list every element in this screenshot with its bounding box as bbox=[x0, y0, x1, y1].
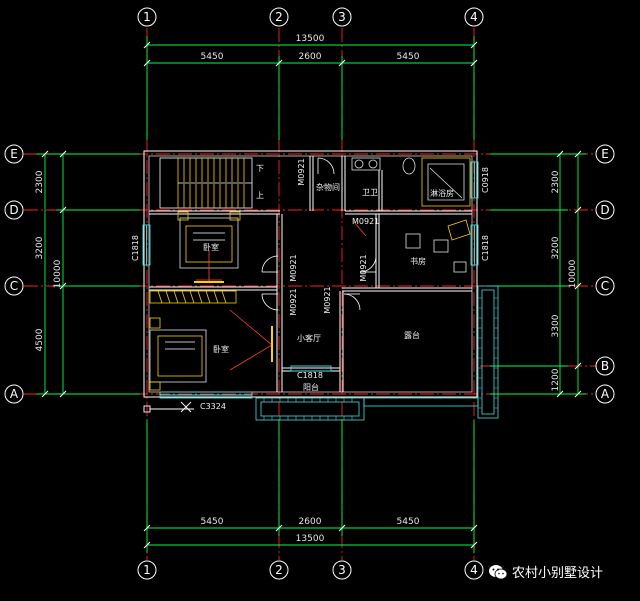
dimension-ticks bbox=[41, 41, 582, 549]
dim-top-total: 13500 bbox=[296, 34, 325, 44]
svg-text:1: 1 bbox=[143, 10, 151, 24]
svg-text:D: D bbox=[9, 203, 18, 217]
window-code-3: C1818 bbox=[297, 371, 323, 380]
axis-bubble-2-top: 2 bbox=[269, 7, 289, 27]
svg-text:3: 3 bbox=[338, 563, 346, 577]
dim-right-part-1: 2300 bbox=[551, 170, 561, 193]
dim-right-part-2: 3200 bbox=[551, 236, 561, 259]
window-code-1: C1818 bbox=[131, 235, 140, 261]
axis-bubble-3-top: 3 bbox=[332, 7, 352, 27]
door-code-2: M0921 bbox=[352, 217, 379, 226]
svg-text:1: 1 bbox=[143, 563, 151, 577]
window-code-5: C3324 bbox=[200, 402, 226, 411]
railings bbox=[255, 285, 499, 421]
axis-bubble-2-bottom: 2 bbox=[269, 560, 289, 580]
svg-text:3: 3 bbox=[338, 10, 346, 24]
railing-hatch bbox=[263, 297, 498, 420]
svg-text:2: 2 bbox=[275, 563, 283, 577]
dim-left-part-3: 4500 bbox=[35, 328, 45, 351]
svg-text:C: C bbox=[601, 279, 609, 293]
study-label: 书房 bbox=[410, 256, 426, 266]
axis-bubble-3-bottom: 3 bbox=[332, 560, 352, 580]
axis-bubble-C-left: C bbox=[4, 276, 24, 296]
svg-text:B: B bbox=[601, 359, 609, 373]
study-furniture bbox=[405, 219, 471, 273]
dimension-labels: 13500 5450 2600 5450 5450 2600 5450 1350… bbox=[35, 34, 578, 544]
door-code-1: M0921 bbox=[297, 158, 306, 185]
dim-right-part-3: 3300 bbox=[551, 314, 561, 337]
cursor-marker bbox=[143, 401, 194, 413]
axis-bubbles: 1 2 3 4 1 2 3 4 E D C A E D C B A bbox=[4, 7, 615, 580]
opening-labels: M0921 M0921 M0921 M0921 M0921 M0921 C181… bbox=[131, 158, 490, 411]
axis-bubble-B-right: B bbox=[595, 356, 615, 376]
svg-text:D: D bbox=[600, 203, 609, 217]
windows bbox=[142, 161, 479, 399]
dim-left-total: 10000 bbox=[53, 259, 63, 288]
terrace-label: 露台 bbox=[404, 330, 420, 340]
bed-2 bbox=[149, 309, 273, 391]
watermark-text: 农村小别墅设计 bbox=[512, 566, 604, 581]
axis-bubble-1-top: 1 bbox=[137, 7, 157, 27]
svg-text:E: E bbox=[10, 147, 18, 161]
dim-bottom-part-1: 5450 bbox=[201, 517, 224, 527]
dim-right-total: 10000 bbox=[568, 259, 578, 288]
storage-label: 杂物间 bbox=[316, 182, 340, 192]
svg-text:E: E bbox=[601, 147, 609, 161]
svg-text:A: A bbox=[601, 387, 610, 401]
dim-top-part-2: 2600 bbox=[299, 52, 322, 62]
walls bbox=[143, 150, 478, 398]
bedroom-1-label: 卧室 bbox=[203, 242, 219, 252]
watermark: 农村小别墅设计 bbox=[488, 562, 603, 581]
door-code-6: M0921 bbox=[323, 286, 332, 313]
window-code-4: C0918 bbox=[481, 167, 490, 193]
wardrobe bbox=[149, 290, 237, 304]
balcony-label: 阳台 bbox=[303, 382, 319, 392]
svg-text:4: 4 bbox=[470, 563, 478, 577]
dim-bottom-total: 13500 bbox=[296, 534, 325, 544]
door-code-3: M0921 bbox=[289, 254, 298, 281]
svg-text:A: A bbox=[10, 387, 19, 401]
axis-bubble-1-bottom: 1 bbox=[137, 560, 157, 580]
door-swings bbox=[261, 157, 377, 311]
small-living-label: 小客厅 bbox=[297, 333, 321, 343]
shower-label: 淋浴房 bbox=[430, 188, 454, 198]
axis-bubble-E-right: E bbox=[595, 144, 615, 164]
axis-bubble-A-left: A bbox=[4, 384, 24, 404]
stair-down-label: 下 bbox=[256, 164, 264, 173]
axis-bubble-4-top: 4 bbox=[464, 7, 484, 27]
dim-right-part-4: 1200 bbox=[551, 368, 561, 391]
axis-bubble-C-right: C bbox=[595, 276, 615, 296]
svg-text:2: 2 bbox=[275, 10, 283, 24]
window-code-2: C1818 bbox=[481, 235, 490, 261]
dim-top-part-3: 5450 bbox=[397, 52, 420, 62]
door-code-5: M0921 bbox=[289, 288, 298, 315]
dim-left-part-2: 3200 bbox=[35, 236, 45, 259]
axis-bubble-4-bottom: 4 bbox=[464, 560, 484, 580]
wechat-icon bbox=[489, 564, 508, 579]
dimension-lines bbox=[36, 36, 586, 553]
dim-bottom-part-3: 5450 bbox=[397, 517, 420, 527]
axis-bubble-D-right: D bbox=[595, 200, 615, 220]
bed-1 bbox=[177, 211, 241, 282]
axis-bubble-D-left: D bbox=[4, 200, 24, 220]
axis-bubble-A-right: A bbox=[595, 384, 615, 404]
dim-top-part-1: 5450 bbox=[201, 52, 224, 62]
axis-grid bbox=[24, 28, 596, 560]
yellow-marks bbox=[194, 281, 273, 362]
stair-up-label: 上 bbox=[256, 191, 264, 200]
svg-text:4: 4 bbox=[470, 10, 478, 24]
staircase bbox=[159, 157, 253, 209]
door-code-4: M0921 bbox=[359, 254, 368, 281]
dim-bottom-part-2: 2600 bbox=[299, 517, 322, 527]
bathroom-label: 卫卫 bbox=[362, 188, 378, 197]
dim-left-part-1: 2300 bbox=[35, 170, 45, 193]
axis-bubble-E-left: E bbox=[4, 144, 24, 164]
bathroom-fixtures bbox=[351, 157, 471, 207]
svg-text:C: C bbox=[10, 279, 18, 293]
bedroom-2-label: 卧室 bbox=[213, 344, 229, 354]
